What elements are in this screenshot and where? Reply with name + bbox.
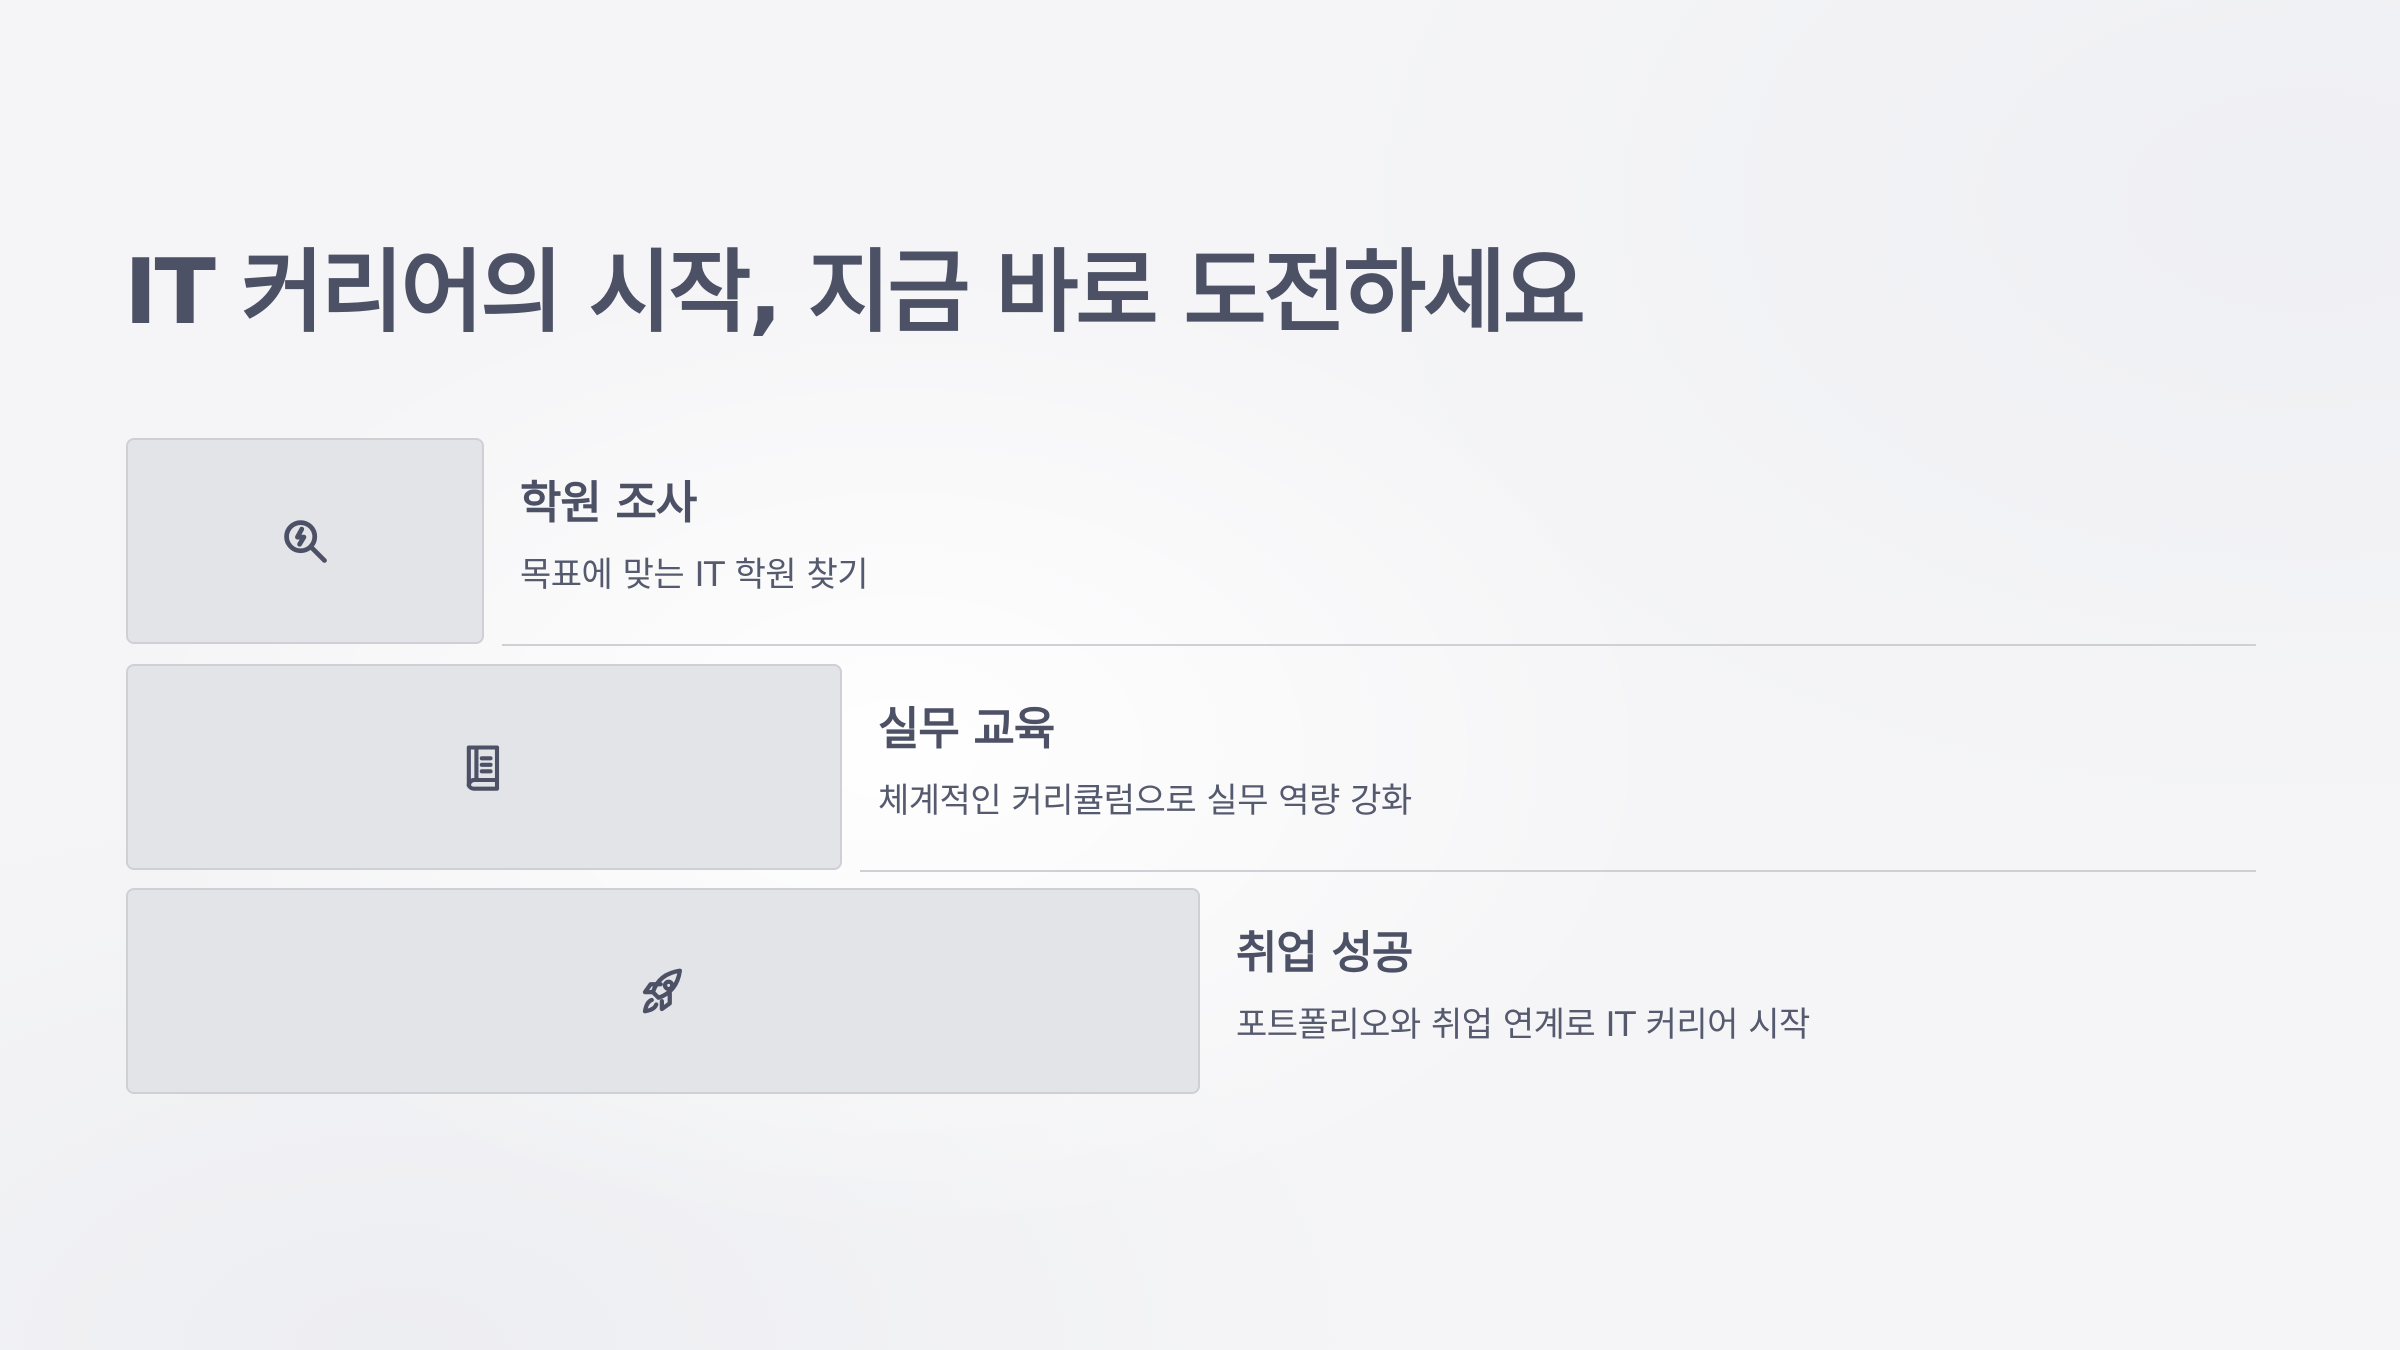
step-training-title: 실무 교육 bbox=[878, 702, 1055, 755]
step-employment-title: 취업 성공 bbox=[1236, 926, 1413, 979]
step-research-description: 목표에 맞는 IT 학원 찾기 bbox=[520, 555, 869, 595]
step-research-title: 학원 조사 bbox=[520, 476, 697, 529]
step-employment-box bbox=[126, 888, 1200, 1094]
step-employment-description: 포트폴리오와 취업 연계로 IT 커리어 시작 bbox=[1236, 1005, 1810, 1045]
page-title: IT 커리어의 시작, 지금 바로 도전하세요 bbox=[124, 240, 1586, 345]
step-training-box bbox=[126, 664, 842, 870]
book-icon bbox=[456, 739, 512, 795]
search-icon bbox=[277, 513, 333, 569]
step-training-description: 체계적인 커리큘럼으로 실무 역량 강화 bbox=[878, 781, 1412, 821]
rocket-icon bbox=[635, 963, 691, 1019]
step-research-divider bbox=[502, 644, 2256, 646]
step-training-divider bbox=[860, 870, 2256, 872]
step-research-box bbox=[126, 438, 484, 644]
